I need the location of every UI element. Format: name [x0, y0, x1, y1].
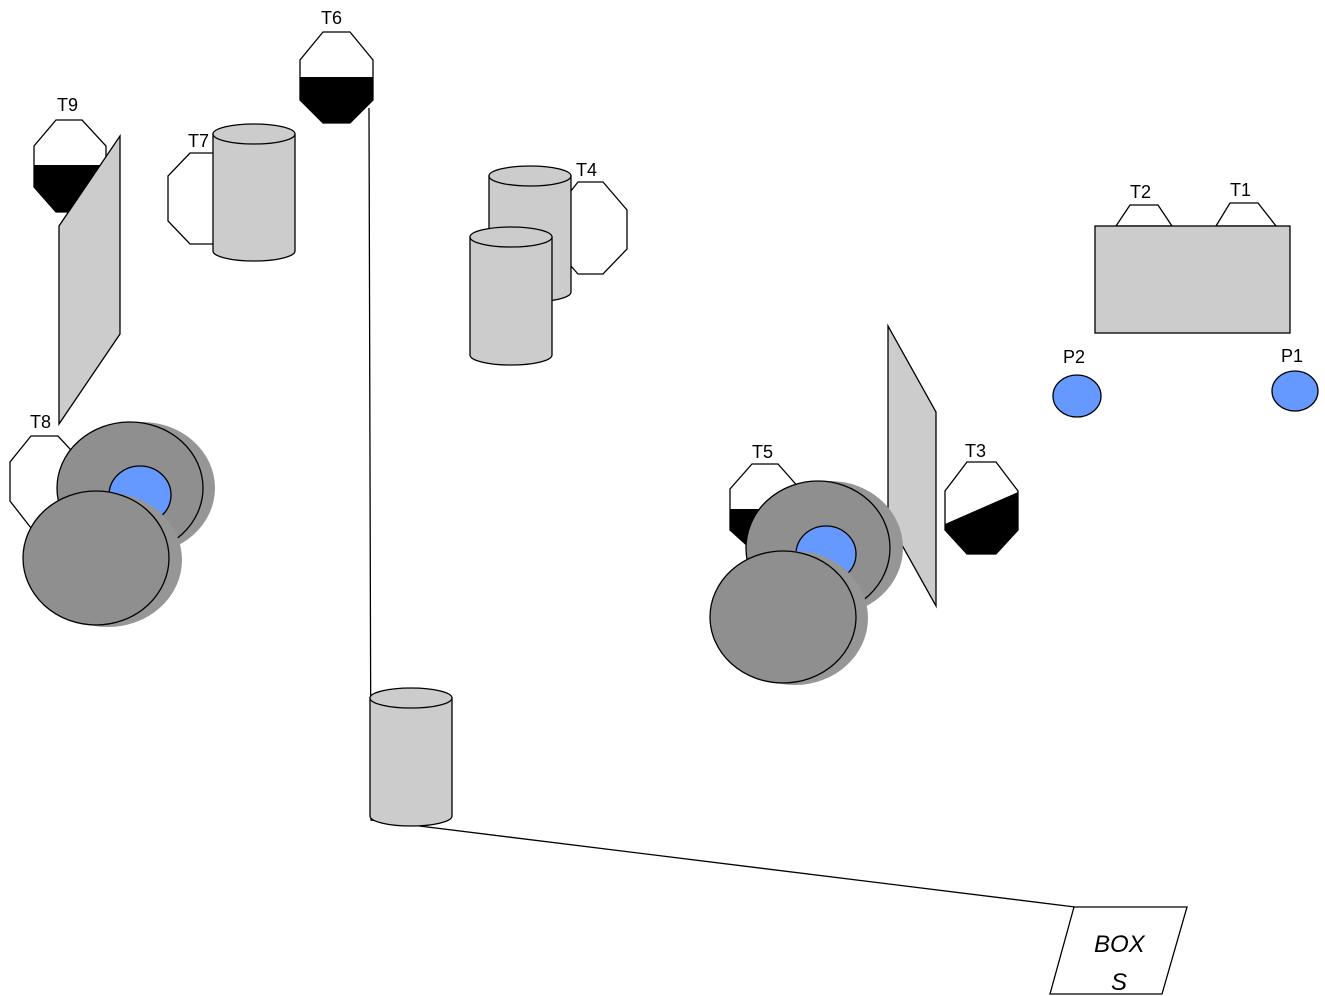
label-t6: T6 — [321, 8, 342, 28]
unit-t1-t2: T2 T1 — [1094, 180, 1291, 334]
label-t7: T7 — [188, 131, 209, 151]
cylinder-t4-front — [469, 226, 553, 366]
label-t9: T9 — [57, 95, 78, 115]
tank-t6: T6 — [299, 8, 374, 124]
drum-left — [22, 421, 215, 627]
nozzle-t1 — [1214, 202, 1278, 227]
point-p1: P1 — [1271, 346, 1319, 412]
label-t2: T2 — [1130, 182, 1151, 202]
label-p2: P2 — [1063, 347, 1085, 367]
box-label-line2: S — [1111, 969, 1127, 996]
panel-left — [58, 133, 121, 427]
drum-right — [709, 480, 903, 685]
label-t1: T1 — [1230, 180, 1251, 200]
nozzle-t2 — [1114, 204, 1174, 227]
label-t8: T8 — [30, 412, 51, 432]
label-t3: T3 — [965, 441, 986, 461]
cylinder-bottom — [369, 687, 453, 827]
label-p1: P1 — [1281, 346, 1303, 366]
label-t5: T5 — [752, 442, 773, 462]
box-label-line1: BOX — [1094, 931, 1146, 958]
point-p2: P2 — [1052, 347, 1102, 418]
box-s: BOX S — [1049, 906, 1188, 996]
tank-t4: T4 — [555, 160, 628, 275]
label-t4: T4 — [576, 160, 597, 180]
cylinder-t7 — [212, 123, 296, 262]
tank-t3: T3 — [944, 441, 1019, 555]
connection-line — [368, 107, 1076, 908]
